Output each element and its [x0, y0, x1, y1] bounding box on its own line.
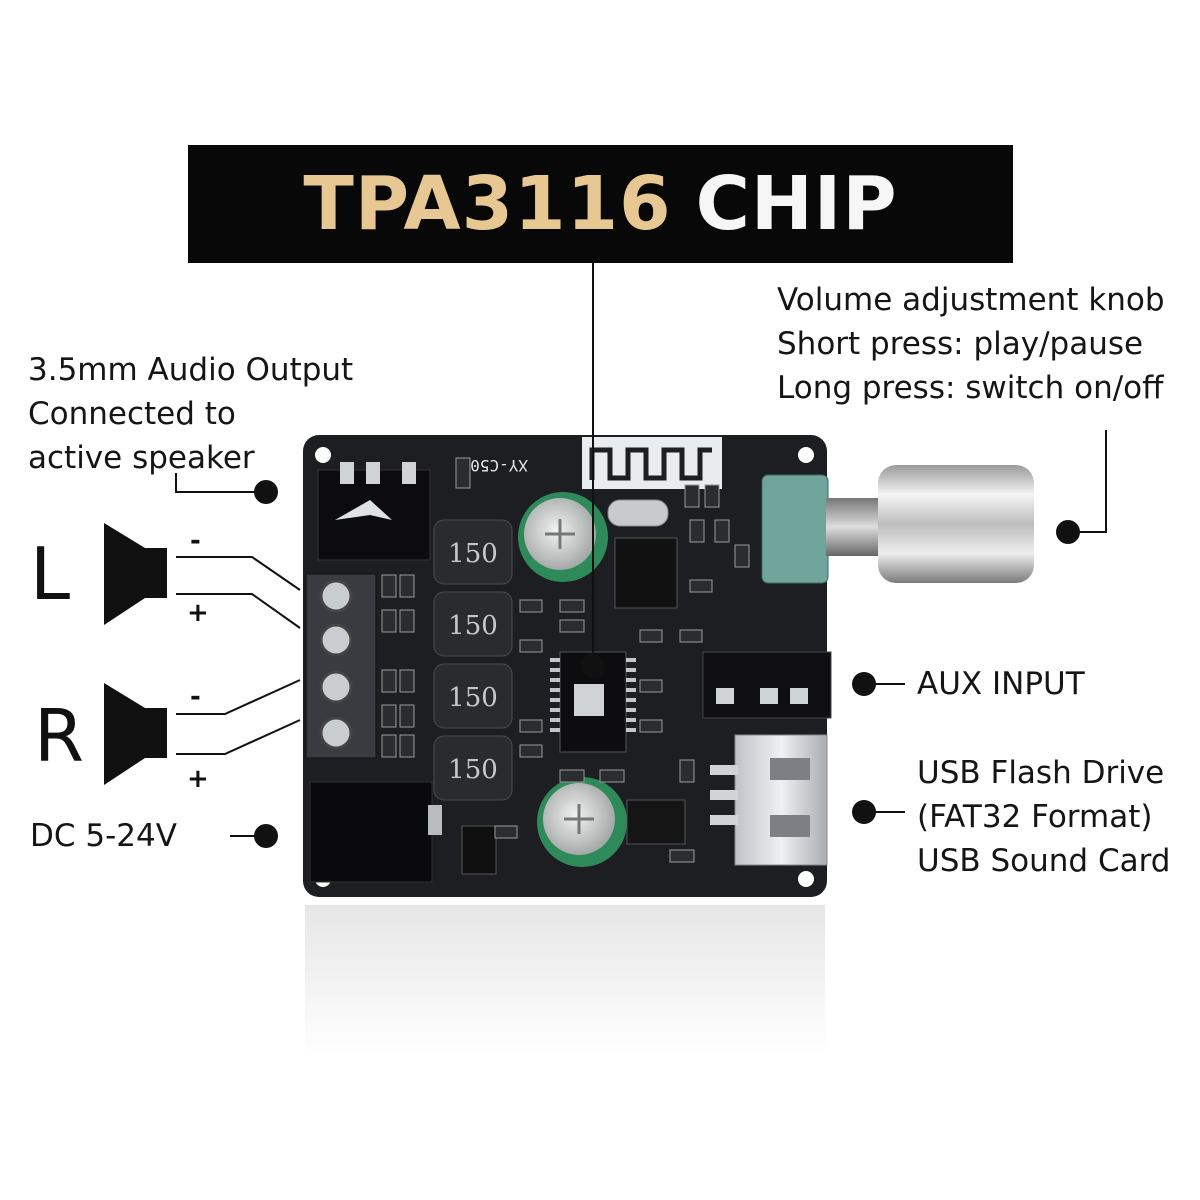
- power-label: DC 5-24V: [30, 818, 177, 854]
- capacitor-bottom: [537, 777, 627, 867]
- aux-input-label: AUX INPUT: [917, 666, 1085, 702]
- inductors: 150 150 150 150: [433, 519, 513, 801]
- inductor-label: 150: [448, 539, 498, 569]
- chip-model: TPA3116: [303, 161, 672, 247]
- callout-dots: [254, 480, 1080, 848]
- inductor-label: 150: [448, 755, 498, 785]
- left-channel-letter: L: [30, 532, 71, 616]
- inductor-label: 150: [448, 611, 498, 641]
- usb-port: [734, 734, 828, 866]
- volume-knob-label: Volume adjustment knob Short press: play…: [777, 282, 1165, 406]
- right-plus-sign: +: [187, 764, 209, 794]
- left-plus-sign: +: [187, 598, 209, 628]
- mount-hole: [315, 447, 331, 463]
- smd-components: [381, 457, 750, 863]
- right-speaker-icon: [104, 683, 167, 785]
- aux-input-jack: [702, 651, 832, 719]
- mount-hole: [798, 447, 814, 463]
- audio-output-label: 3.5mm Audio Output Connected to active s…: [28, 352, 354, 476]
- left-minus-sign: -: [190, 526, 201, 556]
- silkscreen-model: XY-C50H: [461, 456, 528, 475]
- bluetooth-ic: [614, 537, 678, 609]
- right-minus-sign: -: [190, 682, 201, 712]
- chip-title-banner: TPA3116 CHIP: [188, 145, 1013, 263]
- regulator-ic: [626, 799, 686, 845]
- inductor-label: 150: [448, 683, 498, 713]
- volume-knob[interactable]: [878, 465, 1034, 583]
- speaker-wires: [176, 556, 301, 755]
- right-channel-letter: R: [34, 694, 85, 778]
- usb-label: USB Flash Drive (FAT32 Format) USB Sound…: [917, 755, 1171, 879]
- dc-power-jack: [309, 781, 433, 883]
- crystal-oscillator: [607, 499, 669, 527]
- knob-shaft: [826, 498, 886, 556]
- mount-hole: [798, 871, 814, 887]
- board-reflection: [305, 905, 825, 1055]
- terminal-screws: [319, 579, 353, 750]
- chip-word: CHIP: [695, 161, 898, 247]
- potentiometer-body: [761, 474, 829, 584]
- capacitor-top: [518, 492, 608, 582]
- left-speaker-icon: [104, 523, 167, 625]
